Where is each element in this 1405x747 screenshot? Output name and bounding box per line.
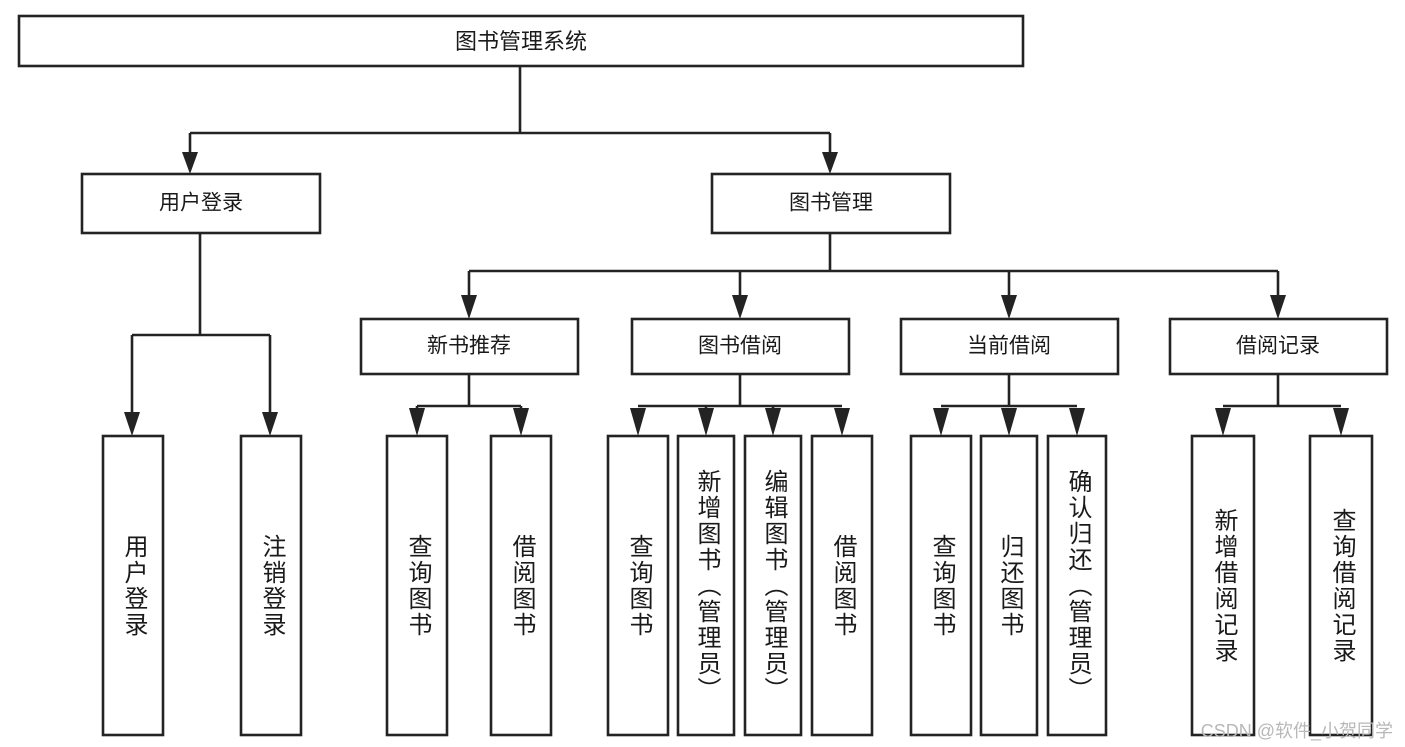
arrow-currentborrow-leaf2 bbox=[1001, 408, 1017, 436]
arrow-book-manage bbox=[822, 152, 838, 174]
node-borrow-record-label: 借阅记录 bbox=[1236, 335, 1320, 358]
connector-root-to-level2 bbox=[182, 66, 838, 174]
arrow-bookborrow-leaf3 bbox=[765, 408, 781, 436]
arrow-currentborrow-leaf1 bbox=[933, 408, 949, 436]
leaf-box-query-book-newbook[interactable] bbox=[385, 434, 449, 737]
arrow-bookborrow-leaf4 bbox=[834, 408, 850, 436]
node-current-borrow[interactable]: 当前借阅 bbox=[899, 317, 1120, 376]
node-root-label: 图书管理系统 bbox=[455, 29, 587, 54]
leaf-box-query-book-borrow[interactable] bbox=[606, 434, 670, 737]
node-new-book-recommend-box[interactable] bbox=[359, 317, 580, 376]
connector-bookmanage-to-level3 bbox=[461, 233, 1286, 319]
leaf-box-return-book[interactable] bbox=[979, 434, 1039, 737]
node-book-management[interactable]: 图书管理 bbox=[710, 172, 952, 235]
arrow-userlogin-leaf2 bbox=[262, 412, 278, 436]
node-user-login-label: 用户登录 bbox=[159, 192, 243, 215]
node-new-book-recommend[interactable]: 新书推荐 bbox=[359, 317, 580, 376]
leaf-box-confirm-return-admin[interactable] bbox=[1046, 434, 1108, 737]
csdn-watermark: CSDN @软件_小贺同学 bbox=[1200, 721, 1393, 741]
connector-userlogin-to-leaves bbox=[124, 233, 278, 436]
connector-borrowrecord-to-leaves bbox=[1215, 374, 1349, 436]
arrow-currentborrow-leaf3 bbox=[1069, 408, 1085, 436]
leaf-box-add-borrow-record[interactable] bbox=[1190, 434, 1256, 737]
arrow-user-login bbox=[182, 152, 198, 174]
node-book-management-box[interactable] bbox=[710, 172, 952, 235]
node-root-box[interactable] bbox=[17, 14, 1025, 68]
arrow-bookborrow-leaf2 bbox=[698, 408, 714, 436]
node-borrow-record-box[interactable] bbox=[1168, 317, 1389, 376]
node-current-borrow-label: 当前借阅 bbox=[967, 335, 1051, 358]
node-book-borrow[interactable]: 图书借阅 bbox=[630, 317, 851, 376]
leaf-box-user-login[interactable] bbox=[101, 434, 165, 737]
node-user-login[interactable]: 用户登录 bbox=[80, 172, 322, 235]
arrow-borrowrecord-leaf2 bbox=[1333, 408, 1349, 436]
node-book-management-label: 图书管理 bbox=[789, 192, 873, 215]
arrow-newbook bbox=[461, 295, 477, 319]
connector-newbook-to-leaves bbox=[409, 374, 529, 436]
leaf-box-borrow-book[interactable] bbox=[810, 434, 874, 737]
node-book-borrow-box[interactable] bbox=[630, 317, 851, 376]
node-current-borrow-box[interactable] bbox=[899, 317, 1120, 376]
node-book-borrow-label: 图书借阅 bbox=[698, 335, 782, 358]
arrow-newbook-leaf2 bbox=[513, 408, 529, 436]
node-root[interactable]: 图书管理系统 bbox=[17, 14, 1025, 68]
arrow-userlogin-leaf1 bbox=[124, 412, 140, 436]
arrow-borrowrecord bbox=[1270, 295, 1286, 319]
leaf-box-logout[interactable] bbox=[239, 434, 303, 737]
leaf-box-edit-book-admin[interactable] bbox=[743, 434, 803, 737]
arrow-newbook-leaf1 bbox=[409, 408, 425, 436]
arrow-bookborrow-leaf1 bbox=[630, 408, 646, 436]
connector-bookborrow-to-leaves bbox=[630, 374, 850, 436]
leaf-boxes-group bbox=[101, 434, 1374, 737]
arrow-currentborrow bbox=[1001, 295, 1017, 319]
node-new-book-recommend-label: 新书推荐 bbox=[427, 335, 511, 358]
connector-currentborrow-to-leaves bbox=[933, 374, 1085, 436]
leaf-box-query-book-current[interactable] bbox=[909, 434, 973, 737]
leaf-box-query-borrow-record[interactable] bbox=[1308, 434, 1374, 737]
leaf-box-add-book-admin[interactable] bbox=[676, 434, 736, 737]
node-borrow-record[interactable]: 借阅记录 bbox=[1168, 317, 1389, 376]
arrow-borrowrecord-leaf1 bbox=[1215, 408, 1231, 436]
node-user-login-box[interactable] bbox=[80, 172, 322, 235]
arrow-bookborrow bbox=[732, 295, 748, 319]
leaf-box-borrow-book-newbook[interactable] bbox=[489, 434, 553, 737]
